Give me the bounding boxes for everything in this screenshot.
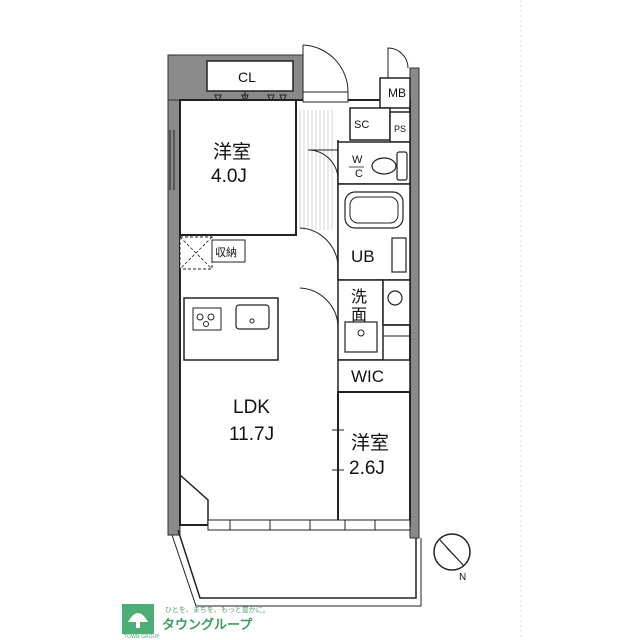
toilet-icon	[371, 157, 397, 175]
ldk-name: LDK	[233, 397, 270, 418]
wash-label-2: 面	[351, 307, 367, 324]
unit-bath-label: UB	[351, 247, 375, 266]
ldk-size: 11.7J	[229, 424, 274, 445]
shoe-closet-label: SC	[354, 119, 369, 131]
kitchen-sink-icon	[235, 304, 270, 330]
meter-box	[379, 77, 411, 109]
pipe-space-label: PS	[394, 124, 406, 134]
closet-label: CL	[238, 69, 256, 85]
shoe-closet	[349, 107, 391, 141]
company-logo: ひとを、まちを、もっと豊かに。 タウングループ TOWN GROUP	[122, 604, 270, 640]
stove-icon	[192, 307, 222, 331]
wc-label-w: W	[352, 154, 363, 166]
western-room-1-size: 4.0J	[211, 166, 247, 187]
wash-label-1: 洗	[351, 288, 367, 306]
bathtub-icon	[344, 191, 404, 229]
logo-company: タウングループ	[162, 617, 253, 633]
western-room-2-size: 2.6J	[349, 458, 385, 479]
east-wall	[409, 67, 420, 539]
logo-sub: TOWN GROUP	[123, 634, 159, 640]
wic-label: WIC	[351, 367, 384, 386]
storage-label: 収納	[215, 246, 237, 259]
compass-icon	[433, 533, 471, 571]
logo-tagline: ひとを、まちを、もっと豊かに。	[165, 605, 270, 614]
balcony	[177, 529, 417, 599]
wc-label-c: C	[355, 168, 363, 180]
walk-in-closet	[337, 359, 411, 393]
western-room-2-name: 洋室	[351, 432, 389, 454]
toilet-room	[337, 141, 411, 185]
west-wall	[167, 54, 181, 536]
western-room-2	[337, 391, 411, 526]
compass-north-label: N	[459, 572, 466, 583]
sink-icon	[387, 290, 403, 306]
unit-bath	[337, 183, 411, 281]
meter-box-label: MB	[388, 86, 406, 100]
western-room-1-name: 洋室	[213, 141, 251, 163]
